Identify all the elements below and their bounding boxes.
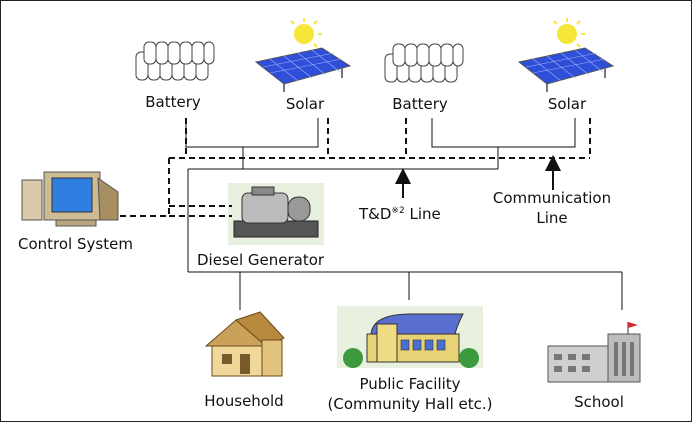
td-line-label: T&D※2 Line xyxy=(359,202,441,223)
solar-panel-icon-left xyxy=(254,18,352,92)
td-line-note: ※2 xyxy=(391,206,405,216)
household-icon xyxy=(204,311,285,377)
school-icon xyxy=(547,322,641,383)
public-facility-label-2: (Community Hall etc.) xyxy=(327,395,493,413)
td-line-label-prefix: T&D xyxy=(359,205,392,223)
solar-label-right: Solar xyxy=(547,95,587,113)
battery-icon-left xyxy=(135,41,215,81)
battery-icon-right xyxy=(384,43,464,83)
control-system-label: Control System xyxy=(18,235,133,253)
battery-label-right: Battery xyxy=(392,95,448,113)
computer-icon xyxy=(21,171,119,227)
diesel-generator-icon xyxy=(228,183,324,245)
solar-label-left: Solar xyxy=(285,95,325,113)
household-label: Household xyxy=(204,392,284,410)
battery-label-left: Battery xyxy=(145,93,201,111)
diesel-generator-label: Diesel Generator xyxy=(197,251,325,269)
communication-lines xyxy=(120,118,591,217)
communication-line-label-1: Communication xyxy=(492,189,612,207)
solar-panel-icon-right xyxy=(517,18,615,92)
public-facility-icon xyxy=(337,306,483,368)
communication-line-label-2: Line xyxy=(536,209,568,227)
td-lines xyxy=(185,118,623,310)
school-label: School xyxy=(574,393,624,411)
td-line-label-suffix: Line xyxy=(404,205,441,223)
public-facility-label-1: Public Facility xyxy=(359,375,461,393)
